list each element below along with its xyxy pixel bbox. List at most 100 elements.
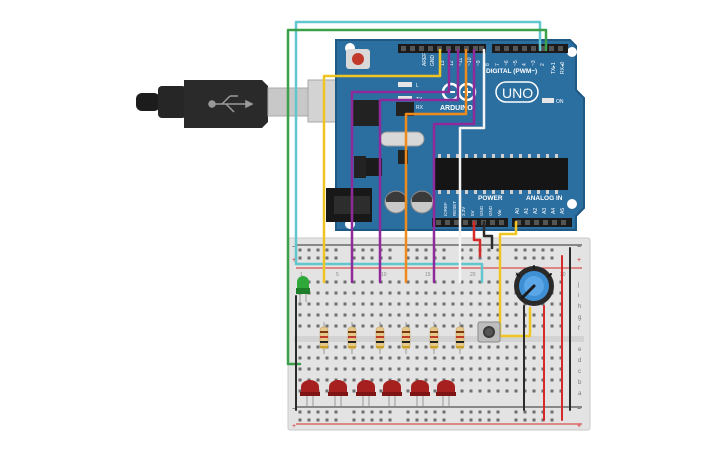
breadboard-hole bbox=[523, 302, 527, 306]
breadboard-hole bbox=[433, 313, 437, 317]
rail-hole bbox=[325, 256, 329, 260]
rail-hole bbox=[334, 248, 338, 252]
breadboard-hole bbox=[433, 324, 437, 328]
breadboard-hole bbox=[316, 302, 320, 306]
rail-hole bbox=[388, 418, 392, 422]
breadboard-hole bbox=[487, 291, 491, 295]
breadboard-hole bbox=[532, 367, 536, 371]
breadboard-hole bbox=[307, 367, 311, 371]
rail-hole bbox=[487, 256, 491, 260]
rail-hole bbox=[361, 248, 365, 252]
breadboard-hole bbox=[370, 302, 374, 306]
breadboard-hole bbox=[442, 313, 446, 317]
breadboard-hole bbox=[415, 356, 419, 360]
header-pins bbox=[401, 46, 563, 51]
breadboard-hole bbox=[361, 302, 365, 306]
breadboard-hole bbox=[469, 356, 473, 360]
breadboard-hole bbox=[460, 302, 464, 306]
breadboard-hole bbox=[487, 356, 491, 360]
breadboard-hole bbox=[397, 378, 401, 382]
breadboard-hole bbox=[325, 280, 329, 284]
rail-hole bbox=[424, 410, 428, 414]
pushbutton[interactable] bbox=[477, 321, 501, 343]
breadboard-hole bbox=[514, 356, 518, 360]
breadboard-hole bbox=[361, 313, 365, 317]
breadboard-hole bbox=[406, 291, 410, 295]
rail-hole bbox=[298, 418, 302, 422]
svg-text:e: e bbox=[578, 347, 582, 353]
breadboard-hole bbox=[415, 367, 419, 371]
breadboard-hole bbox=[325, 291, 329, 295]
breadboard-hole bbox=[343, 345, 347, 349]
breadboard-hole bbox=[388, 313, 392, 317]
breadboard-hole bbox=[460, 280, 464, 284]
rail-hole bbox=[298, 256, 302, 260]
breadboard-hole bbox=[298, 367, 302, 371]
breadboard-hole bbox=[442, 367, 446, 371]
aref-label: AREF bbox=[422, 53, 428, 66]
breadboard-hole bbox=[496, 367, 500, 371]
svg-text:A0: A0 bbox=[515, 208, 521, 214]
breadboard-hole bbox=[451, 324, 455, 328]
svg-text:8: 8 bbox=[485, 63, 491, 66]
rail-hole bbox=[370, 256, 374, 260]
svg-text:a: a bbox=[578, 391, 582, 397]
breadboard-hole bbox=[415, 280, 419, 284]
rail-hole bbox=[478, 418, 482, 422]
breadboard-hole bbox=[352, 302, 356, 306]
rail-hole bbox=[550, 248, 554, 252]
breadboard-hole bbox=[424, 367, 428, 371]
led-red bbox=[356, 380, 376, 406]
breadboard-hole bbox=[541, 302, 545, 306]
breadboard-hole bbox=[388, 291, 392, 295]
reset-button-cap[interactable] bbox=[352, 53, 364, 65]
breadboard-hole bbox=[352, 389, 356, 393]
breadboard-hole bbox=[307, 378, 311, 382]
breadboard-hole bbox=[532, 378, 536, 382]
breadboard-hole bbox=[550, 324, 554, 328]
breadboard-hole bbox=[415, 302, 419, 306]
breadboard-hole bbox=[370, 345, 374, 349]
breadboard-hole bbox=[460, 313, 464, 317]
svg-text:1: 1 bbox=[300, 272, 303, 278]
rail-hole bbox=[469, 410, 473, 414]
svg-text:~11: ~11 bbox=[458, 58, 464, 66]
breadboard-hole bbox=[352, 324, 356, 328]
breadboard-hole bbox=[307, 345, 311, 349]
breadboard-hole bbox=[460, 378, 464, 382]
led-red bbox=[410, 380, 430, 406]
rail-hole bbox=[532, 248, 536, 252]
breadboard-hole bbox=[298, 345, 302, 349]
breadboard-hole bbox=[406, 378, 410, 382]
rail-hole bbox=[361, 256, 365, 260]
breadboard-hole bbox=[415, 313, 419, 317]
breadboard-hole bbox=[370, 356, 374, 360]
breadboard-hole bbox=[424, 302, 428, 306]
rail-hole bbox=[370, 418, 374, 422]
rail-hole bbox=[514, 256, 518, 260]
breadboard-hole bbox=[442, 324, 446, 328]
atmega-chip bbox=[434, 158, 568, 190]
resistors bbox=[319, 322, 465, 354]
svg-text:IOREF: IOREF bbox=[443, 202, 448, 216]
resistor bbox=[319, 322, 329, 354]
rail-hole bbox=[298, 410, 302, 414]
breadboard-hole bbox=[469, 313, 473, 317]
rail-hole bbox=[541, 248, 545, 252]
uno-logo-frame bbox=[495, 81, 539, 103]
rail-hole bbox=[424, 256, 428, 260]
breadboard-hole bbox=[298, 313, 302, 317]
breadboard-hole bbox=[307, 302, 311, 306]
potentiometer-knob[interactable] bbox=[514, 265, 554, 306]
breadboard-hole bbox=[343, 324, 347, 328]
svg-text:b: b bbox=[578, 380, 582, 386]
breadboard-hole bbox=[433, 378, 437, 382]
digital-label: DIGITAL (PWM~) bbox=[486, 68, 537, 75]
breadboard-hole bbox=[424, 356, 428, 360]
breadboard-hole bbox=[316, 324, 320, 328]
breadboard-hole bbox=[469, 367, 473, 371]
breadboard-hole bbox=[415, 345, 419, 349]
breadboard-hole bbox=[460, 291, 464, 295]
rail-hole bbox=[424, 418, 428, 422]
